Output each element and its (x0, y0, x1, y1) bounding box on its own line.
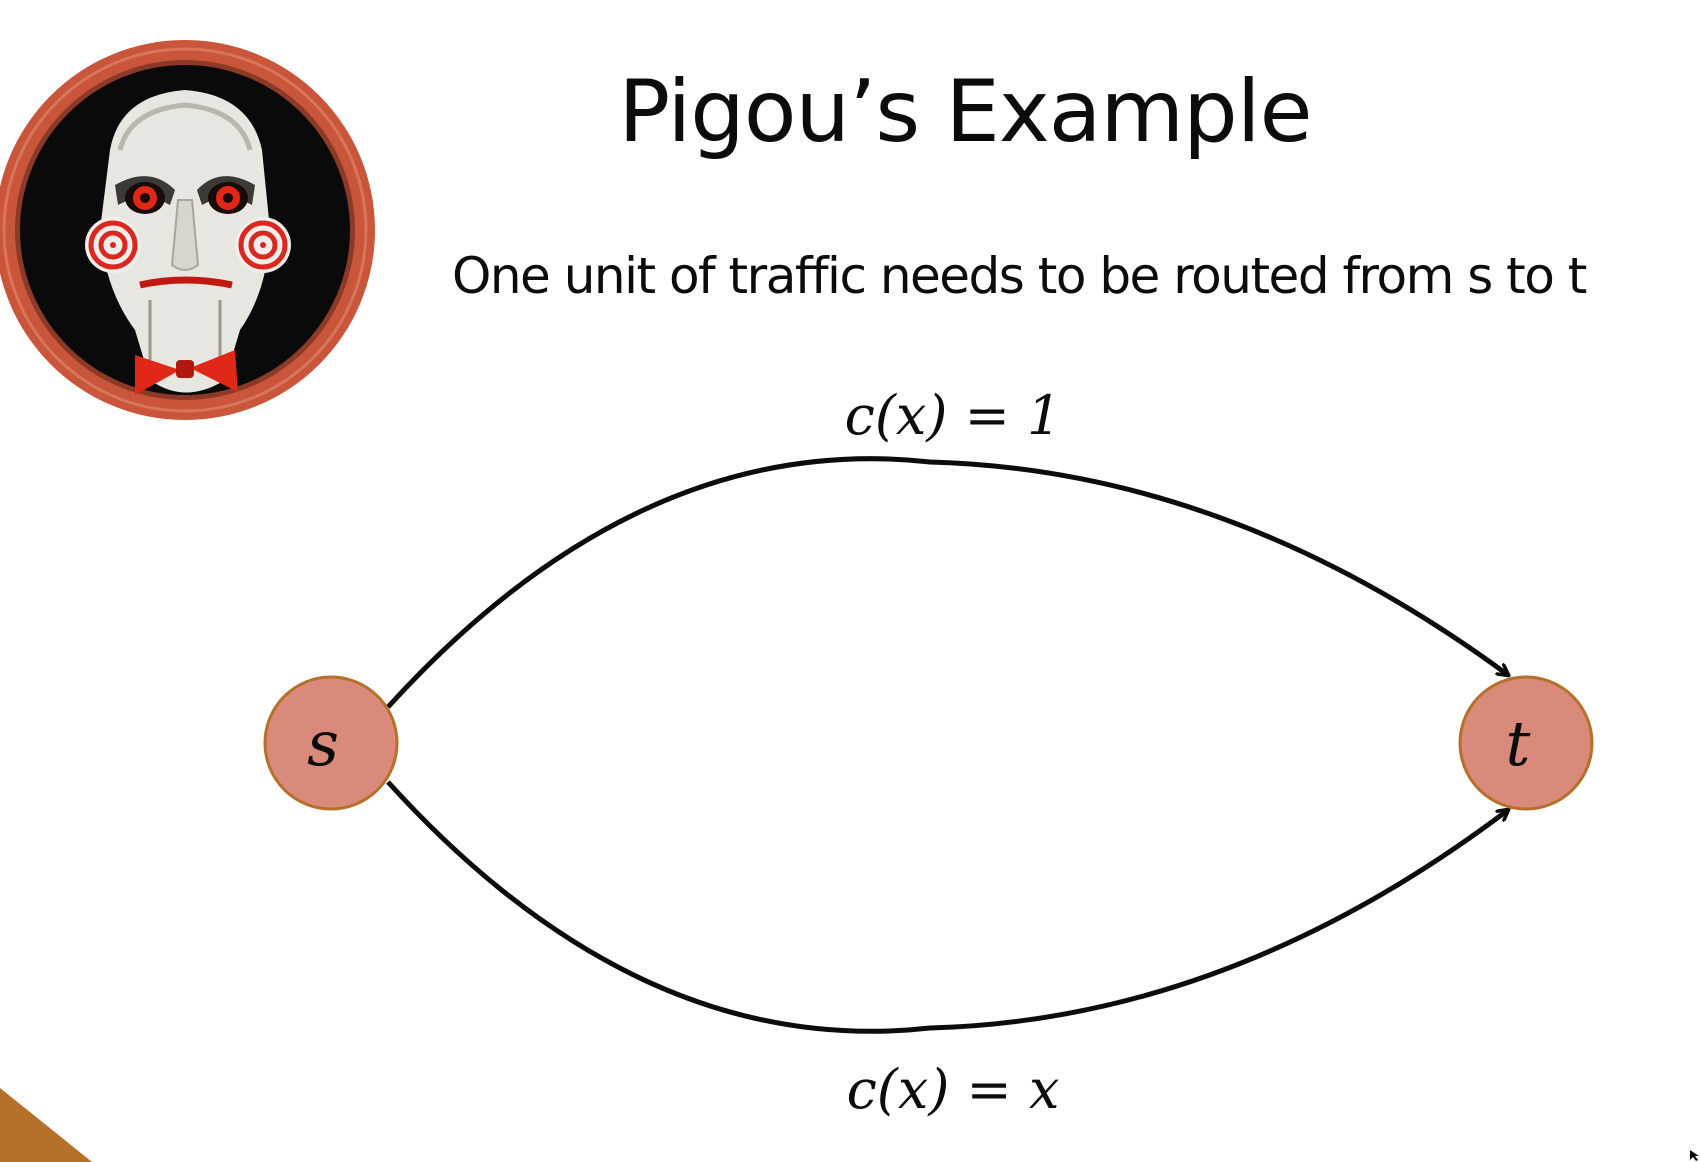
node-t-label: t (1506, 707, 1531, 780)
edge-upper (386, 456, 1508, 709)
puppet-logo-icon (0, 40, 375, 420)
slide-subtitle: One unit of traffic needs to be routed f… (452, 247, 1587, 305)
node-s-label: s (307, 707, 339, 780)
slide-title: Pigou’s Example (618, 62, 1312, 162)
node-s: s (263, 675, 399, 811)
edge-lower (386, 780, 1508, 1034)
corner-accent (0, 1088, 92, 1162)
node-t: t (1458, 675, 1594, 811)
edge-lower-label: c(x) = x (847, 1058, 1060, 1121)
cursor-icon (1690, 1150, 1699, 1161)
edge-upper-label: c(x) = 1 (845, 384, 1062, 447)
